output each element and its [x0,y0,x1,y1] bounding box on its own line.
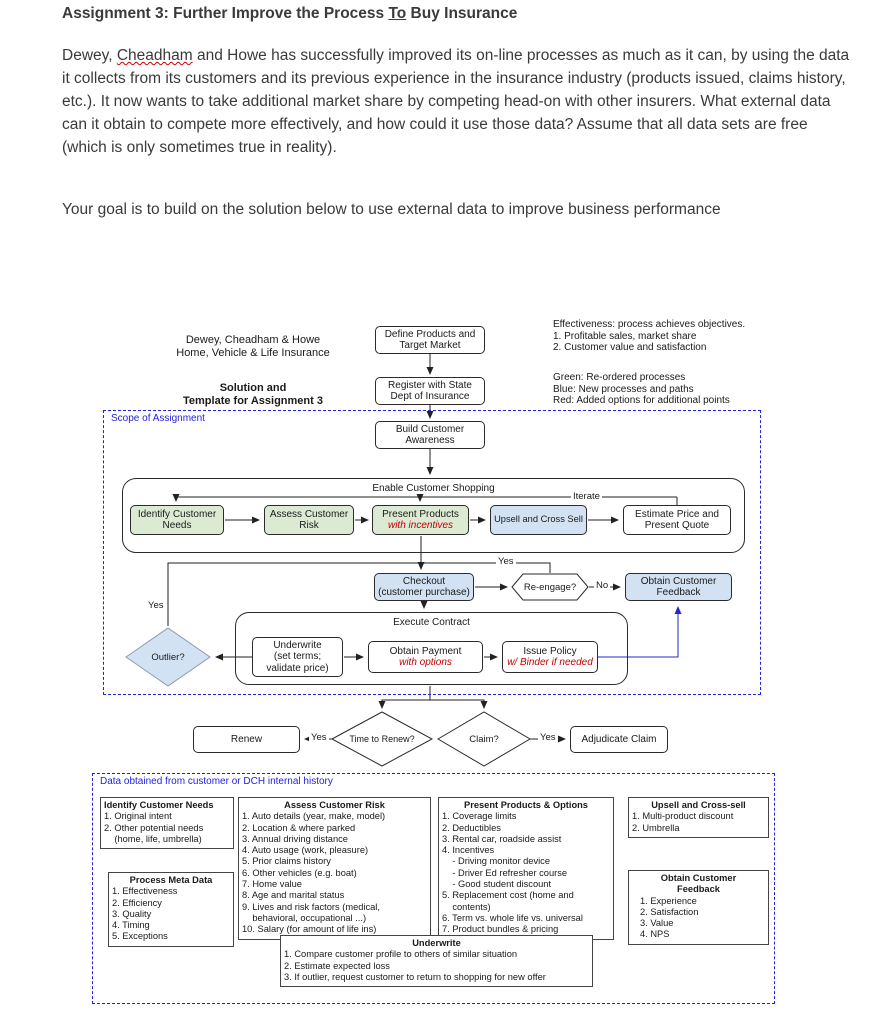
title-underlined-word: To [388,5,407,22]
data-box-items: 1. Multi-product discount 2. Umbrella [632,811,734,833]
flow-box-adjudicate-claim: Adjudicate Claim [570,726,668,753]
data-box-obtain-customer-feedback: Obtain Customer Feedback 1. Experience 2… [628,870,769,945]
data-box-title: Upsell and Cross-sell [651,800,746,810]
reengage-yes-label: Yes [496,556,516,567]
org-header-lines: Dewey, Cheadham & Howe Home, Vehicle & L… [176,334,330,359]
effectiveness-notes: Effectiveness: process achieves objectiv… [553,319,746,353]
reengage-decision-shape [511,573,589,601]
flow-box-assess-risk: Assess Customer Risk [264,505,354,535]
time-to-renew-decision-diamond [330,711,434,767]
p1-before: Dewey, [62,47,117,64]
flow-box-upsell-cross-sell: Upsell and Cross Sell [490,505,587,535]
color-legend-notes: Green: Re-ordered processes Blue: New pr… [553,372,730,406]
outlier-yes-label: Yes [146,600,166,611]
present-products-sublabel: with incentives [387,520,454,531]
p1-after: and Howe has successfully improved its o… [62,47,850,156]
outlier-decision-diamond [125,627,211,687]
flow-box-estimate-price: Estimate Price and Present Quote [623,505,731,535]
data-box-items: 1. Compare customer profile to others of… [284,949,546,982]
data-box-title: Underwrite [412,938,461,948]
title-suffix: Buy Insurance [406,5,518,22]
flow-box-underwrite: Underwrite (set terms; validate price) [252,637,343,677]
data-box-items: 1. Experience 2. Satisfaction 3. Value 4… [640,895,699,940]
iterate-label: Iterate [571,491,602,502]
data-box-underwrite: Underwrite 1. Compare customer profile t… [280,935,593,988]
execute-contract-label: Execute Contract [393,617,470,628]
present-products-label: Present Products [382,508,459,520]
enable-customer-shopping-container: Enable Customer Shopping [122,478,745,553]
assignment-title: Assignment 3: Further Improve the Proces… [62,5,852,23]
outlier-decision-label: Outlier? [151,651,185,663]
renew-yes-label: Yes [309,732,329,743]
data-box-items: 1. Auto details (year, make, model) 2. L… [242,811,386,935]
data-box-title: Process Meta Data [129,875,213,885]
claim-decision-diamond [437,711,531,767]
data-box-identify-customer-needs: Identify Customer Needs 1. Original inte… [100,797,234,850]
data-box-title: Assess Customer Risk [284,800,385,810]
obtain-payment-sublabel: with options [399,657,452,668]
claim-yes-label: Yes [538,732,558,743]
data-box-upsell-cross-sell: Upsell and Cross-sell 1. Multi-product d… [628,797,769,838]
data-history-label: Data obtained from customer or DCH inter… [100,776,333,787]
org-header-bold-lines: Solution and Template for Assignment 3 [183,382,323,407]
data-history-container: Data obtained from customer or DCH inter… [92,773,775,1004]
data-box-title: Present Products & Options [464,800,588,810]
flow-box-issue-policy: Issue Policy w/ Binder if needed [502,641,598,673]
flow-box-present-products: Present Products with incentives [372,505,469,535]
goal-paragraph: Your goal is to build on the solution be… [62,201,721,218]
org-header: Dewey, Cheadham & Howe Home, Vehicle & L… [148,321,358,421]
data-box-title: Obtain Customer Feedback [660,873,737,895]
scope-label: Scope of Assignment [111,413,205,424]
scope-of-assignment-container: Scope of Assignment [103,410,761,695]
reengage-decision-label: Re-engage? [523,581,577,593]
execute-contract-container: Execute Contract [235,612,628,685]
reengage-no-label: No [594,580,611,591]
flow-box-checkout: Checkout (customer purchase) [374,573,474,601]
flow-box-build-awareness: Build Customer Awareness [375,421,485,449]
data-box-items: 1. Effectiveness 2. Efficiency 3. Qualit… [112,886,178,942]
data-box-items: 1. Original intent 2. Other potential ne… [104,811,204,844]
data-box-items: 1. Coverage limits 2. Deductibles 3. Ren… [442,811,583,935]
time-to-renew-label: Time to Renew? [349,734,415,744]
data-box-present-products-options: Present Products & Options 1. Coverage l… [438,797,614,940]
data-box-process-meta-data: Process Meta Data 1. Effectiveness 2. Ef… [108,872,234,947]
issue-policy-sublabel: w/ Binder if needed [507,657,593,668]
flow-box-obtain-feedback: Obtain Customer Feedback [625,573,732,601]
obtain-payment-label: Obtain Payment [389,645,462,657]
flow-box-obtain-payment: Obtain Payment with options [368,641,483,673]
claim-label: Claim? [469,733,499,745]
data-box-title: Identify Customer Needs [104,800,214,810]
flow-box-identify-needs: Identify Customer Needs [130,505,224,535]
issue-policy-label: Issue Policy [523,645,577,657]
p1-misspelled-word: Cheadham [116,47,193,64]
data-box-assess-customer-risk: Assess Customer Risk 1. Auto details (ye… [238,797,431,940]
flow-box-register-state: Register with State Dept of Insurance [375,377,485,405]
title-prefix: Assignment 3: Further Improve the Proces… [62,5,389,22]
shopping-container-label: Enable Customer Shopping [372,483,495,494]
issue-to-feedback-blue-connector [598,606,682,658]
flow-box-define-products: Define Products and Target Market [375,326,485,354]
intro-paragraph: Dewey, Cheadham and Howe has successfull… [62,44,850,159]
flow-box-renew: Renew [193,726,300,753]
